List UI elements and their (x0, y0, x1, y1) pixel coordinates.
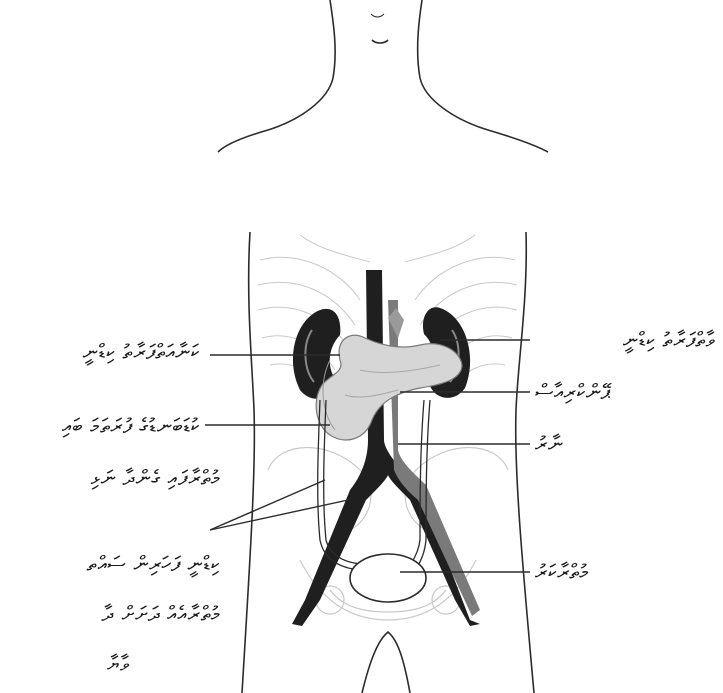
label-right-kidney-left: ކަނާއަތްފަރާތު ކިޑްނީ (20, 340, 200, 365)
label-vein: ނާރު (535, 432, 615, 457)
label-pancreas: ޕޭންކްރިއާސް (535, 380, 645, 405)
bladder (350, 554, 426, 602)
label-bottom-line1: މުތްރާއެއް ދަށަށް ދާ (20, 602, 220, 627)
label-left-kidney: ވާތްފަރާތު ކިޑްނީ (535, 328, 715, 353)
label-ureters-line2: ކިޑްނީ ފަހަރިން ސައްތ (20, 552, 220, 577)
label-ureters-line1: މުތްރާފައި ގެންދާ ނަޅި (20, 466, 220, 491)
label-duodenum: ކުޑަބަނޑުގެ ފުރަތަމަ ބައި (20, 414, 200, 439)
label-bottom-line2: ވާޔާ (60, 652, 130, 677)
upper-body-outline (218, 0, 548, 152)
label-bladder: މުތްރާކަރު (535, 560, 635, 585)
